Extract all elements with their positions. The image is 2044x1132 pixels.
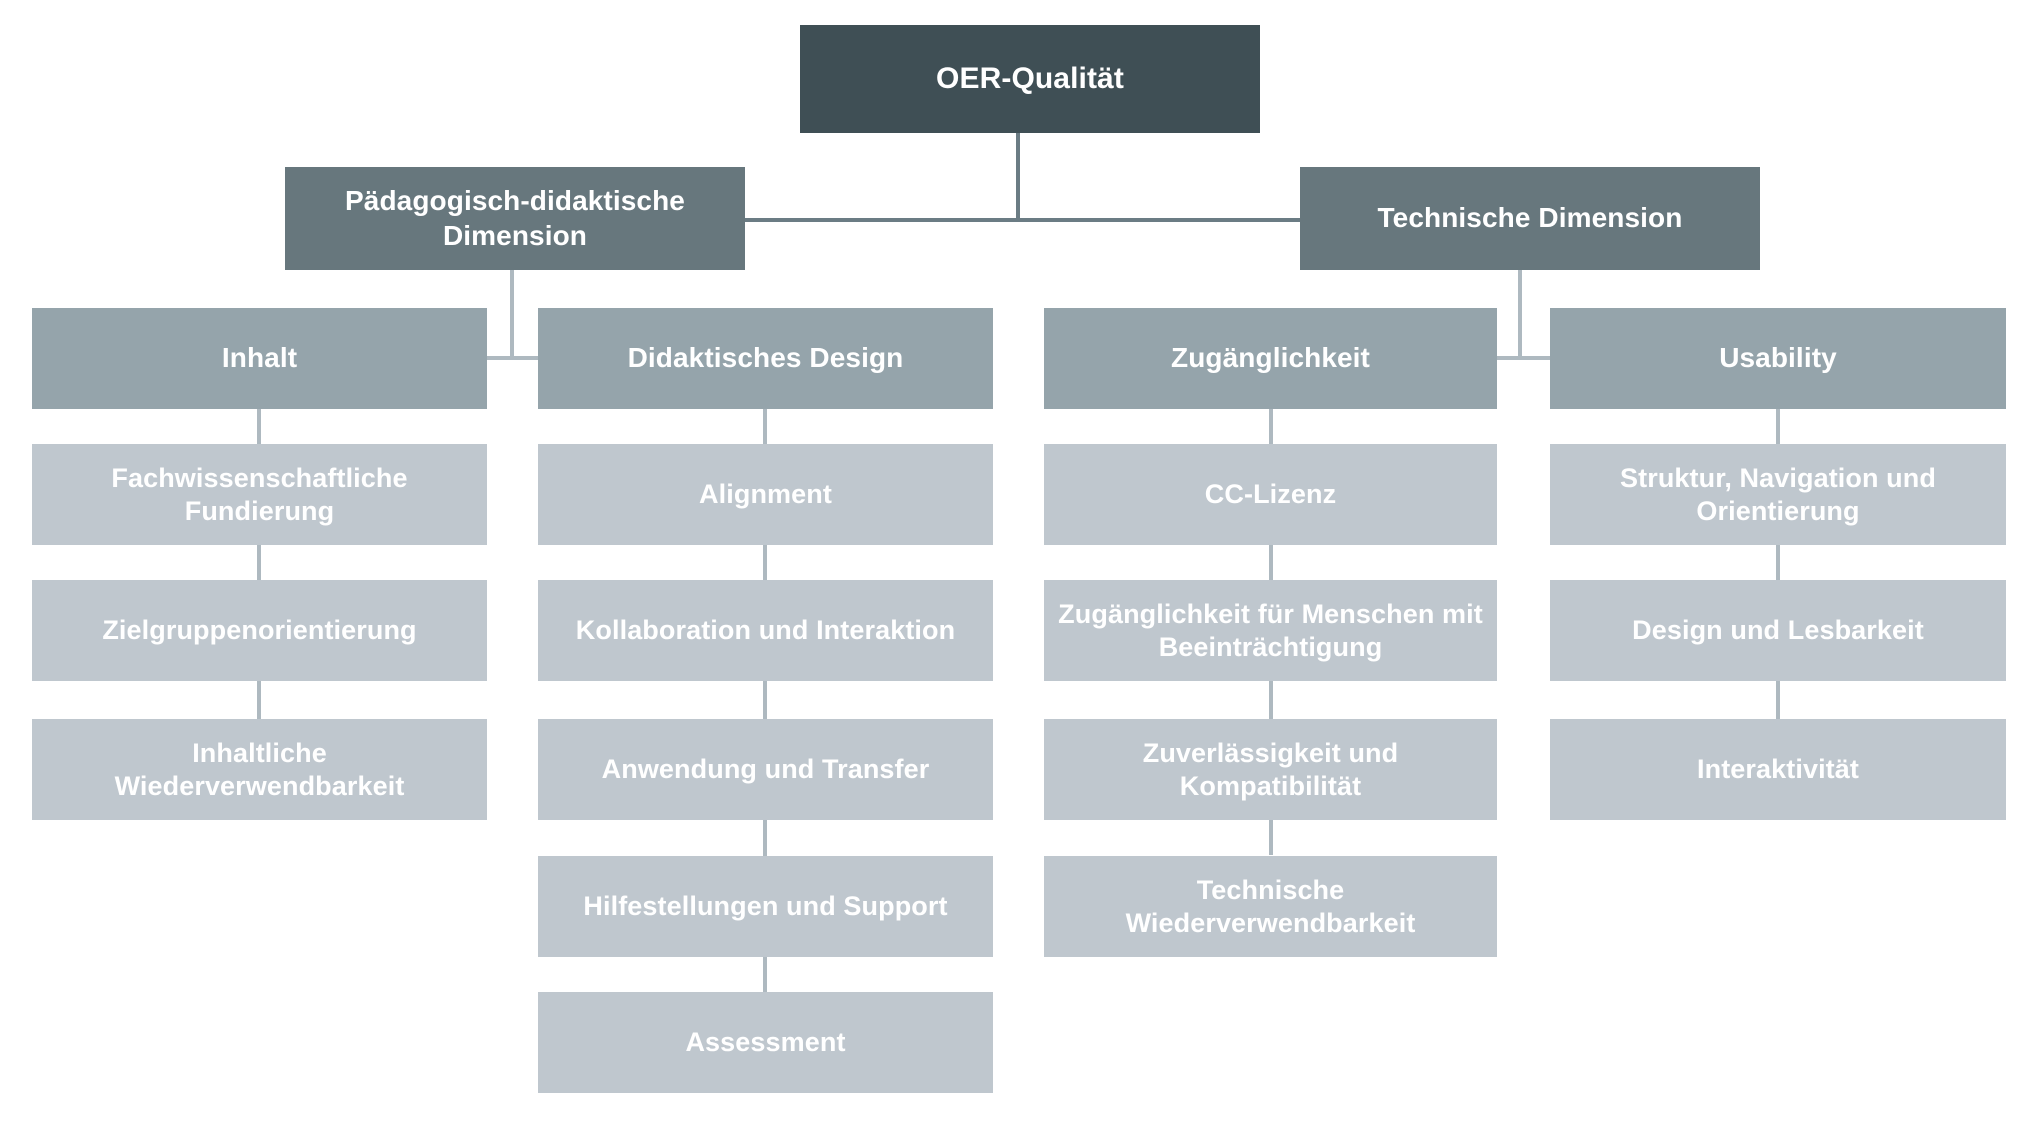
node-label: CC-Lizenz (1204, 479, 1337, 510)
node-label: Inhaltliche Wiederverwendbarkeit (114, 737, 405, 801)
node-category-didaktisches-design[interactable]: Didaktisches Design (538, 308, 993, 409)
connector-technisch-stem (1518, 270, 1522, 360)
node-item-design-und-lesbarkeit[interactable]: Design und Lesbarkeit (1550, 580, 2006, 681)
node-label: Fachwissenschaftliche Fundierung (111, 462, 408, 526)
node-item-zugaenglichkeit-fuer-menschen-mit-beeintraechtigung[interactable]: Zugänglichkeit für Menschen mit Beeinträ… (1044, 580, 1497, 681)
node-label: OER-Qualität (936, 61, 1124, 95)
node-label: Hilfestellungen und Support (583, 891, 948, 922)
node-item-assessment[interactable]: Assessment (538, 992, 993, 1093)
connector-column-inhalt (257, 409, 261, 719)
node-item-inhaltliche-wiederverwendbarkeit[interactable]: Inhaltliche Wiederverwendbarkeit (32, 719, 487, 820)
node-dimension-technisch[interactable]: Technische Dimension (1300, 167, 1760, 270)
node-category-zugaenglichkeit[interactable]: Zugänglichkeit (1044, 308, 1497, 409)
node-label: Pädagogisch-didaktische Dimension (345, 185, 685, 251)
connector-paedagogisch-stem (510, 270, 514, 360)
connector-root-bus (745, 218, 1301, 222)
node-label: Struktur, Navigation und Orientierung (1620, 462, 1936, 526)
node-item-hilfestellungen-und-support[interactable]: Hilfestellungen und Support (538, 856, 993, 957)
node-label: Assessment (685, 1027, 846, 1058)
node-label: Didaktisches Design (627, 342, 904, 374)
node-item-kollaboration-und-interaktion[interactable]: Kollaboration und Interaktion (538, 580, 993, 681)
connector-paedagogisch-bus (487, 356, 541, 360)
node-item-fachwissenschaftliche-fundierung[interactable]: Fachwissenschaftliche Fundierung (32, 444, 487, 545)
connector-root-stem (1016, 133, 1020, 221)
connector-column-didaktisches-design (763, 409, 767, 992)
node-label: Design und Lesbarkeit (1632, 615, 1924, 646)
node-label: Technische Wiederverwendbarkeit (1125, 874, 1416, 938)
node-item-interaktivitaet[interactable]: Interaktivität (1550, 719, 2006, 820)
node-category-usability[interactable]: Usability (1550, 308, 2006, 409)
node-label: Interaktivität (1697, 754, 1859, 785)
node-root-oer-qualitaet[interactable]: OER-Qualität (800, 25, 1260, 133)
connector-technisch-bus (1495, 356, 1551, 360)
node-item-zuverlaessigkeit-und-kompatibilitaet[interactable]: Zuverlässigkeit und Kompatibilität (1044, 719, 1497, 820)
node-label: Technische Dimension (1377, 202, 1683, 234)
node-item-anwendung-und-transfer[interactable]: Anwendung und Transfer (538, 719, 993, 820)
connector-column-usability (1776, 409, 1780, 719)
node-label: Zielgruppenorientierung (102, 615, 417, 646)
node-label: Zugänglichkeit für Menschen mit Beeinträ… (1058, 598, 1483, 662)
node-category-inhalt[interactable]: Inhalt (32, 308, 487, 409)
node-label: Zugänglichkeit (1171, 342, 1370, 374)
node-item-struktur-navigation-und-orientierung[interactable]: Struktur, Navigation und Orientierung (1550, 444, 2006, 545)
node-item-alignment[interactable]: Alignment (538, 444, 993, 545)
node-label: Anwendung und Transfer (601, 754, 930, 785)
node-label: Usability (1719, 342, 1837, 374)
node-label: Alignment (699, 479, 832, 510)
node-label: Inhalt (221, 342, 298, 374)
node-item-zielgruppenorientierung[interactable]: Zielgruppenorientierung (32, 580, 487, 681)
node-item-cc-lizenz[interactable]: CC-Lizenz (1044, 444, 1497, 545)
node-label: Zuverlässigkeit und Kompatibilität (1142, 737, 1399, 801)
node-dimension-paedagogisch[interactable]: Pädagogisch-didaktische Dimension (285, 167, 745, 270)
node-label: Kollaboration und Interaktion (575, 615, 956, 646)
node-item-technische-wiederverwendbarkeit[interactable]: Technische Wiederverwendbarkeit (1044, 856, 1497, 957)
